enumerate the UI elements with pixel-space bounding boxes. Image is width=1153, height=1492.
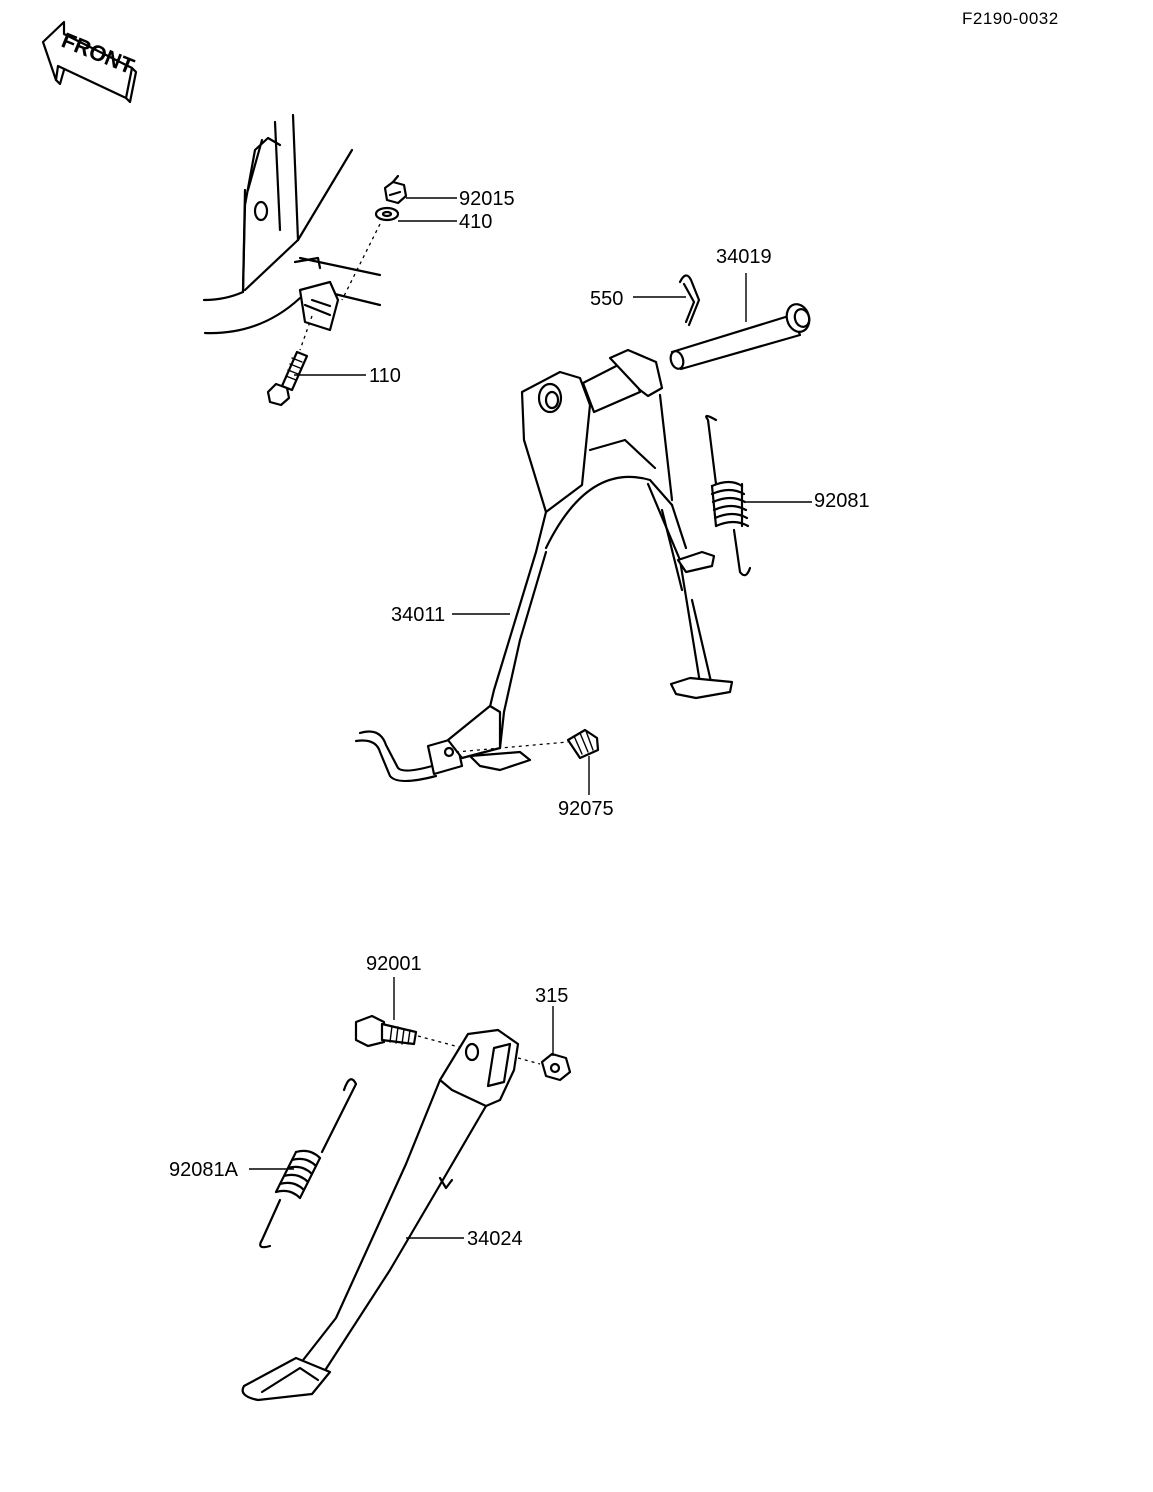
diagram-code: F2190-0032 [962, 9, 1059, 28]
spring-92081-icon [705, 414, 752, 577]
spring-92081A-icon [259, 1078, 358, 1249]
part-label-92081: 92081 [814, 490, 870, 512]
side-stand-34024-icon [241, 1028, 520, 1402]
part-label-92081A: 92081A [169, 1159, 238, 1181]
washer-410-icon [374, 206, 400, 222]
frame-section [202, 113, 382, 335]
part-label-34019: 34019 [716, 246, 772, 268]
cotter-pin-550-icon [678, 274, 701, 327]
stopper-92075-icon [455, 728, 600, 760]
part-label-315: 315 [535, 985, 569, 1007]
part-label-550: 550 [590, 288, 624, 310]
part-label-92075: 92075 [558, 798, 614, 820]
part-label-110: 110 [369, 365, 401, 387]
part-label-92015: 92015 [459, 188, 515, 210]
nut-315-icon [517, 1052, 572, 1082]
bolt-92001-icon [354, 1014, 471, 1051]
part-label-92001: 92001 [366, 953, 422, 975]
nut-92015-icon [383, 174, 408, 205]
bolt-110-icon [266, 350, 309, 407]
front-direction-arrow-icon: FRONT [41, 20, 138, 104]
main-stand-34011-icon [354, 348, 734, 783]
part-label-34024: 34024 [467, 1228, 523, 1250]
leader-lines [249, 197, 812, 1239]
part-label-34011: 34011 [391, 604, 446, 626]
part-label-410: 410 [459, 211, 493, 233]
pin-shaft-34019-icon [669, 303, 811, 371]
